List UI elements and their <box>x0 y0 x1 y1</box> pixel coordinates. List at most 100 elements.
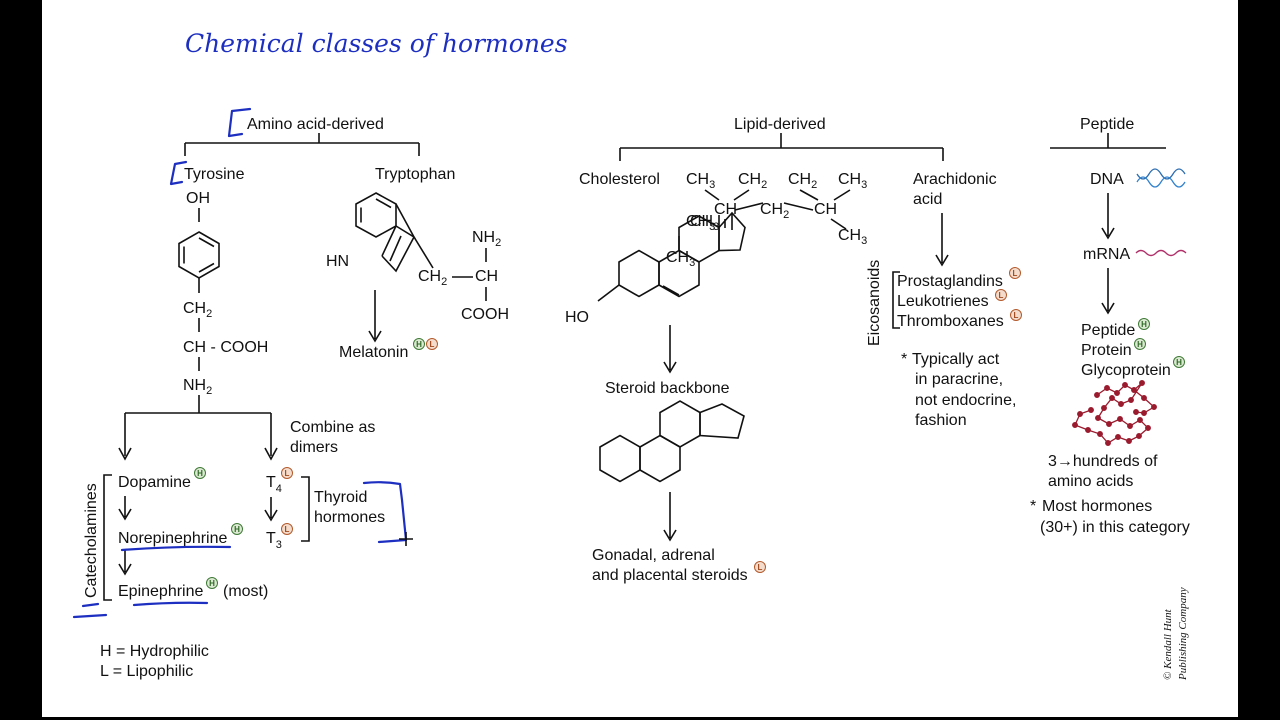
arrow-to-dopamine <box>118 447 132 461</box>
catecholamines-bracket <box>103 474 112 601</box>
dopamine-label: Dopamine <box>118 474 191 491</box>
amino-acid-range-2: amino acids <box>1048 473 1133 490</box>
mrna-label: mRNA <box>1083 246 1130 263</box>
tyr-ch2: CH2 <box>183 300 212 320</box>
tyr-oh: OH <box>186 190 210 207</box>
arrow-dopamine-to-norepinephrine <box>118 496 132 521</box>
tyrosine-split-connector <box>124 412 272 456</box>
epinephrine-badge-text: H <box>209 579 215 588</box>
thyroid-bracket <box>301 476 310 542</box>
protein-hydrophilic-badge <box>1134 338 1146 350</box>
catecholamines-label: Catecholamines <box>83 483 100 598</box>
gonadal-lipophilic-badge <box>754 561 766 573</box>
prostaglandins-lipophilic-badge <box>1009 267 1021 279</box>
trp-ch: CH <box>475 268 498 285</box>
steroid-backbone-label: Steroid backbone <box>605 380 730 397</box>
t3-lipophilic-badge <box>281 523 293 535</box>
mrna-strand-icon <box>1135 249 1187 257</box>
t4-badge-text: L <box>285 469 290 478</box>
combine-dimers-label-2: dimers <box>290 439 338 456</box>
most-hormones-1: Most hormones <box>1042 498 1152 515</box>
amino-acid-derived-label: Amino acid-derived <box>247 116 384 133</box>
melatonin-lipophilic-badge <box>426 338 438 350</box>
peptide-tree-connector <box>1050 133 1166 149</box>
cholesterol-label: Cholesterol <box>579 171 660 188</box>
eicosanoid-note-3: not endocrine, <box>915 392 1016 409</box>
tyr-nh2: NH2 <box>183 377 212 397</box>
most-hormones-star: * <box>1030 498 1036 515</box>
trp-hn: HN <box>326 253 349 270</box>
glycoprotein-hydrophilic-badge <box>1173 356 1185 368</box>
leukotrienes-label: Leukotrienes <box>897 293 989 310</box>
eicosanoid-note-4: fashion <box>915 412 967 429</box>
leukotrienes-badge-text: L <box>999 291 1004 300</box>
glycoprotein-badge-text: H <box>1176 358 1182 367</box>
tyrosine-label: Tyrosine <box>184 166 245 183</box>
norepinephrine-label: Norepinephrine <box>118 530 228 547</box>
handwritten-title: Chemical classes of hormones <box>185 29 568 58</box>
tyr-ch-cooh: CH - COOH <box>183 339 268 356</box>
epinephrine-most-label: (most) <box>223 583 268 600</box>
peptide-label: Peptide <box>1081 322 1135 339</box>
side-chain-ch2-b: CH2 <box>788 171 817 191</box>
copyright-line-1: © Kendall Hunt <box>1162 608 1174 680</box>
arrow-t4-to-t3 <box>264 497 278 522</box>
gonadal-label-1: Gonadal, adrenal <box>592 547 715 564</box>
arrow-norepinephrine-to-epinephrine <box>118 550 132 576</box>
thromboxanes-label: Thromboxanes <box>897 313 1004 330</box>
side-chain-ch3-a: CH3 <box>686 171 715 191</box>
eicosanoid-note-2: in paracrine, <box>915 371 1003 388</box>
gonadal-label-2: and placental steroids <box>592 567 748 584</box>
dopamine-badge-text: H <box>197 469 203 478</box>
arrow-to-t4 <box>264 447 278 461</box>
steroid-backbone-rings <box>599 400 745 483</box>
arrow-to-melatonin <box>368 290 382 343</box>
amino-acid-chain-icon <box>1072 380 1157 446</box>
amino-tree-connector <box>184 133 420 156</box>
hormone-diagram: Chemical classes of hormones Amino acid-… <box>72 29 1190 681</box>
melatonin-badge-l-text: L <box>430 340 435 349</box>
t4-lipophilic-badge <box>281 467 293 479</box>
ink-bracket-amino <box>227 107 252 138</box>
peptide-branch-label: Peptide <box>1080 116 1134 133</box>
side-chain-bonds <box>704 189 851 230</box>
protein-label: Protein <box>1081 342 1132 359</box>
ink-underline-norepinephrine <box>120 545 232 552</box>
arrow-to-gonadal-steroids <box>663 492 677 542</box>
arrow-mrna-to-peptide <box>1101 268 1115 315</box>
dopamine-hydrophilic-badge <box>194 467 206 479</box>
leukotrienes-lipophilic-badge <box>995 289 1007 301</box>
peptide-hydrophilic-badge <box>1138 318 1150 330</box>
dna-helix-icon <box>1136 168 1186 188</box>
eicosanoid-note-1: Typically act <box>912 351 1000 368</box>
ink-mark-catecholamines <box>72 602 108 619</box>
combine-dimers-label-1: Combine as <box>290 419 375 436</box>
amino-acid-range-1: 3→hundreds of <box>1048 453 1158 470</box>
protein-badge-text: H <box>1137 340 1143 349</box>
melatonin-hydrophilic-badge <box>413 338 425 350</box>
thyroid-hormones-label-2: hormones <box>314 509 385 526</box>
tyr-ring-double-bonds <box>183 237 215 273</box>
side-chain-ch3-d: CH3 <box>838 227 867 247</box>
trp-cooh: COOH <box>461 306 509 323</box>
thromboxanes-lipophilic-badge <box>1010 309 1022 321</box>
ink-underline-epinephrine <box>132 601 209 607</box>
cholesterol-rings <box>597 211 746 302</box>
arachidonic-label-1: Arachidonic <box>913 171 997 188</box>
trp-pyrrole-ring <box>381 203 417 273</box>
melatonin-badge-h-text: H <box>416 340 422 349</box>
cholesterol-ho: HO <box>565 309 589 326</box>
lipid-tree-connector <box>619 133 944 161</box>
cursor-icon <box>399 532 413 546</box>
glycoprotein-label: Glycoprotein <box>1081 362 1171 379</box>
t3-label: T3 <box>266 530 282 551</box>
arrow-dna-to-mrna <box>1101 193 1115 240</box>
thromboxanes-badge-text: L <box>1014 311 1019 320</box>
copyright-line-2: Publishing Company <box>1177 587 1189 681</box>
norepinephrine-badge-text: H <box>234 525 240 534</box>
epinephrine-hydrophilic-badge <box>206 577 218 589</box>
norepinephrine-hydrophilic-badge <box>231 523 243 535</box>
thyroid-hormones-label-1: Thyroid <box>314 489 367 506</box>
eicosanoids-bracket <box>892 271 900 329</box>
prostaglandins-badge-text: L <box>1013 269 1018 278</box>
